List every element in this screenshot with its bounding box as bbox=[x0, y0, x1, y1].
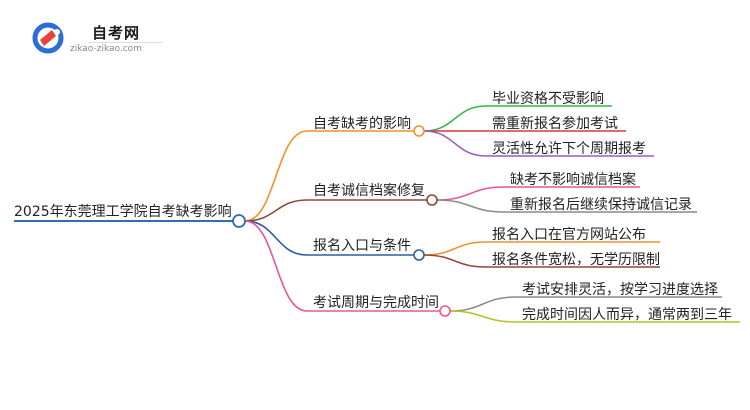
leaf-connector-0-0 bbox=[423, 105, 487, 132]
leaf-label-reregister: 需重新报名参加考试 bbox=[492, 116, 618, 132]
logo-subtitle: zikao-zikao.com bbox=[70, 44, 142, 54]
root-node-label: 2025年东莞理工学院自考缺考影响 bbox=[14, 204, 232, 220]
leaf-connector-3-1 bbox=[449, 310, 517, 323]
leaf-label-graduation: 毕业资格不受影响 bbox=[492, 91, 604, 107]
branch-connector-0 bbox=[244, 130, 308, 222]
branch-label-integrity-record: 自考诚信档案修复 bbox=[313, 183, 425, 199]
branch-node-circle-3 bbox=[439, 305, 451, 317]
leaf-label-no-record-impact: 缺考不影响诚信档案 bbox=[510, 172, 636, 188]
branch-label-registration: 报名入口与条件 bbox=[313, 238, 411, 254]
leaf-connector-0-2 bbox=[423, 130, 487, 157]
leaf-label-official-site: 报名入口在官方网站公布 bbox=[492, 227, 646, 243]
branch-connector-3 bbox=[244, 220, 308, 312]
branch-node-circle-2 bbox=[413, 249, 425, 261]
branch-label-absence-impact: 自考缺考的影响 bbox=[313, 116, 411, 132]
root-node-circle bbox=[232, 214, 246, 228]
branch-connector-2 bbox=[244, 220, 308, 256]
leaf-connector-3-0 bbox=[449, 296, 517, 312]
leaf-label-completion-time: 完成时间因人而异，通常两到三年 bbox=[522, 307, 732, 323]
site-logo[interactable]: 自考网 zikao-zikao.com bbox=[30, 18, 162, 58]
leaf-connector-1-1 bbox=[436, 199, 505, 213]
branch-node-circle-1 bbox=[426, 194, 438, 206]
branch-connector-1 bbox=[244, 199, 308, 222]
leaf-label-loose-conditions: 报名条件宽松，无学历限制 bbox=[492, 252, 660, 268]
logo-divider bbox=[88, 42, 162, 43]
branch-label-exam-cycle: 考试周期与完成时间 bbox=[313, 295, 439, 311]
leaf-connector-1-0 bbox=[436, 186, 505, 201]
leaf-label-next-cycle: 灵活性允许下个周期报考 bbox=[492, 141, 646, 157]
leaf-connector-2-1 bbox=[423, 254, 487, 268]
leaf-connector-2-0 bbox=[423, 241, 487, 256]
logo-title: 自考网 bbox=[92, 24, 141, 42]
logo-mark-icon bbox=[32, 22, 64, 54]
leaf-label-flexible-schedule: 考试安排灵活，按学习进度选择 bbox=[522, 282, 718, 298]
branch-node-circle-0 bbox=[413, 125, 425, 137]
leaf-label-keep-record: 重新报名后继续保持诚信记录 bbox=[510, 197, 692, 213]
